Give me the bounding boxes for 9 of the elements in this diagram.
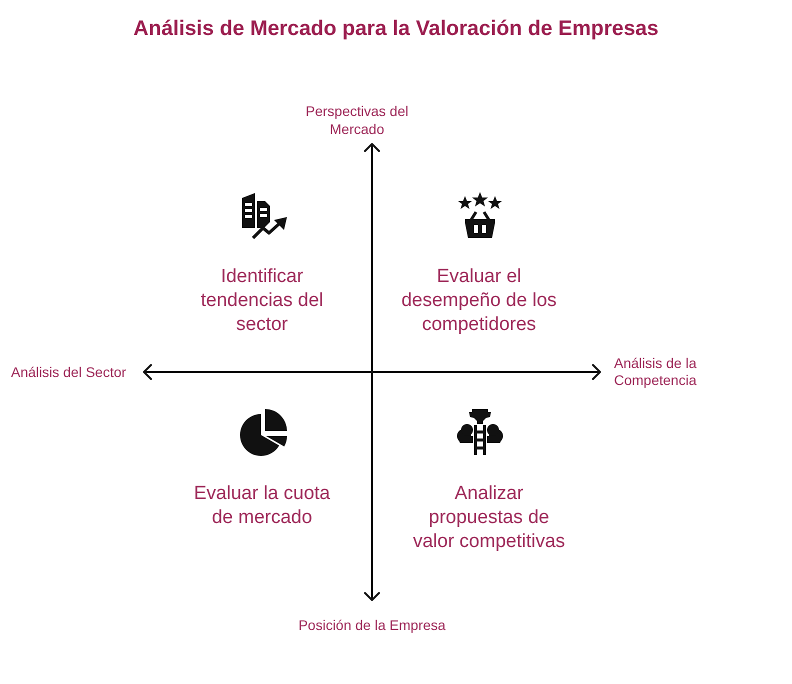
quadrant-text: Evaluar la cuota de mercado bbox=[193, 482, 331, 530]
axis-label: Análisis de la Competencia bbox=[614, 355, 698, 389]
quadrant-text: Identificar tendencias del sector bbox=[200, 265, 324, 337]
quadrant-text: Analizar propuestas de valor competitivas bbox=[412, 482, 566, 554]
axis-label: Perspectivas del Mercado bbox=[305, 102, 409, 138]
axis-label: Análisis del Sector bbox=[11, 363, 128, 381]
title: Análisis de Mercado para la Valoración de Empresas bbox=[133, 16, 659, 42]
axis-label: Posición de la Empresa bbox=[298, 616, 446, 634]
quadrant-text: Evaluar el desempeño de los competidores bbox=[400, 265, 558, 337]
